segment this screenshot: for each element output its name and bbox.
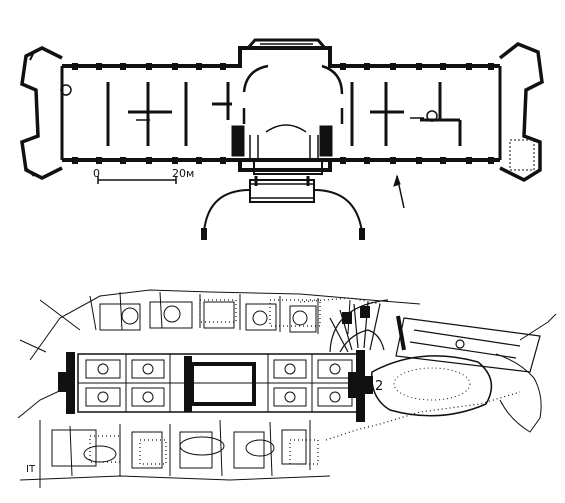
scale-bar: 0 20м [93, 167, 194, 184]
central-bay [246, 38, 327, 49]
right-column [426, 110, 438, 122]
colonnade-left-end [201, 228, 207, 240]
right-pavilion [498, 42, 544, 183]
site-marker-2: 2 [375, 379, 383, 394]
interior-walls [106, 82, 462, 146]
right-garden [395, 315, 541, 373]
radial-garden [329, 299, 389, 353]
colonnade-right [313, 189, 363, 233]
margin-note: IT [26, 464, 36, 475]
wall-piers [72, 63, 494, 164]
building-1 [58, 352, 75, 414]
central-hall [231, 64, 344, 175]
floor-plan: 0 20м [20, 38, 544, 240]
left-pavilion [20, 46, 63, 180]
building-2 [348, 350, 373, 422]
inner-court [190, 362, 256, 406]
colonnade-right-end [359, 228, 365, 240]
left-column [60, 84, 72, 96]
north-arrow [393, 174, 405, 209]
site-marker-1: 1 [58, 376, 66, 391]
shoreline [495, 353, 542, 433]
scale-bar-start-label: 0 [93, 167, 100, 180]
colonnade-left [203, 189, 251, 233]
entrance-porch [249, 176, 315, 203]
scale-bar-end-label: 20м [172, 167, 194, 180]
oval-garden [371, 355, 493, 417]
floor-plan-outline [62, 46, 500, 172]
stipple-areas [89, 297, 521, 465]
street-grid [17, 289, 421, 488]
site-plan: 1 2 IT [17, 289, 557, 488]
